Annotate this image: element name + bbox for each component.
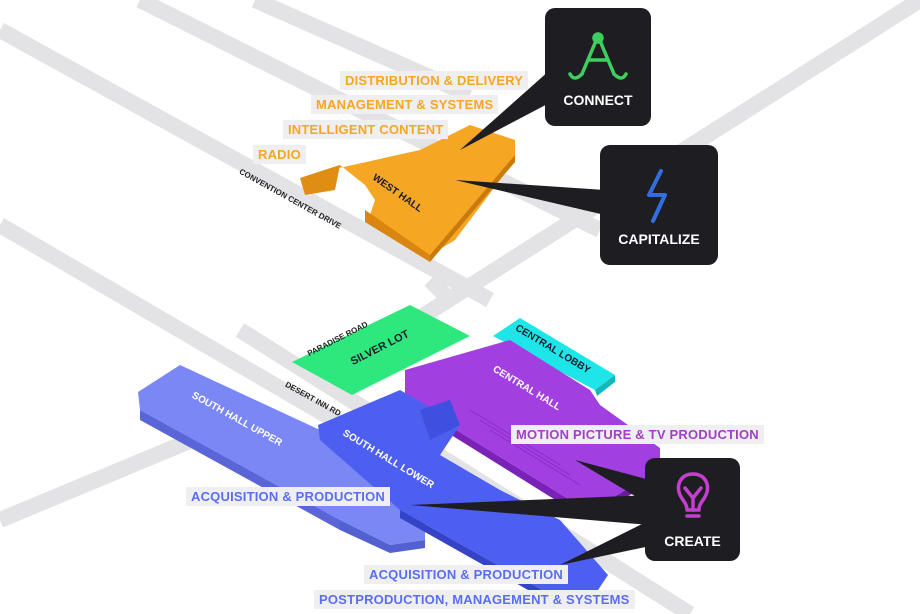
- label-acquisition-production-upper: ACQUISITION & PRODUCTION: [186, 487, 391, 506]
- connect-pointer: [460, 70, 555, 150]
- label-management-systems: MANAGEMENT & SYSTEMS: [311, 95, 499, 114]
- label-motion-picture-tv: MOTION PICTURE & TV PRODUCTION: [511, 425, 764, 444]
- silver-lot-shape[interactable]: [292, 305, 470, 395]
- label-acquisition-production-lower: ACQUISITION & PRODUCTION: [364, 565, 569, 584]
- capitalize-pointer: [455, 180, 605, 215]
- road-link: [424, 274, 456, 306]
- capitalize-card[interactable]: CAPITALIZE: [600, 145, 718, 265]
- lightbulb-icon: [676, 472, 709, 518]
- capitalize-title: CAPITALIZE: [618, 231, 700, 247]
- west-hall-shape[interactable]: [300, 125, 515, 262]
- callout-pointers: [410, 70, 655, 565]
- road-convention-center-drive: [0, 22, 494, 308]
- create-card[interactable]: CREATE: [645, 458, 740, 561]
- label-postproduction-management: POSTPRODUCTION, MANAGEMENT & SYSTEMS: [314, 590, 635, 609]
- create-pointer-2: [410, 495, 650, 525]
- connect-title: CONNECT: [563, 92, 633, 108]
- create-pointer-3: [560, 520, 655, 565]
- connect-triangle-icon: [568, 32, 628, 80]
- label-radio: RADIO: [253, 145, 306, 164]
- central-lobby-shape[interactable]: [493, 318, 615, 396]
- connect-card[interactable]: CONNECT: [545, 8, 651, 126]
- label-intelligent-content: INTELLIGENT CONTENT: [283, 120, 449, 139]
- create-title: CREATE: [664, 533, 721, 549]
- lightning-bolt-icon: [647, 169, 667, 223]
- create-pointer-1: [575, 460, 650, 505]
- label-distribution-delivery: DISTRIBUTION & DELIVERY: [340, 71, 529, 90]
